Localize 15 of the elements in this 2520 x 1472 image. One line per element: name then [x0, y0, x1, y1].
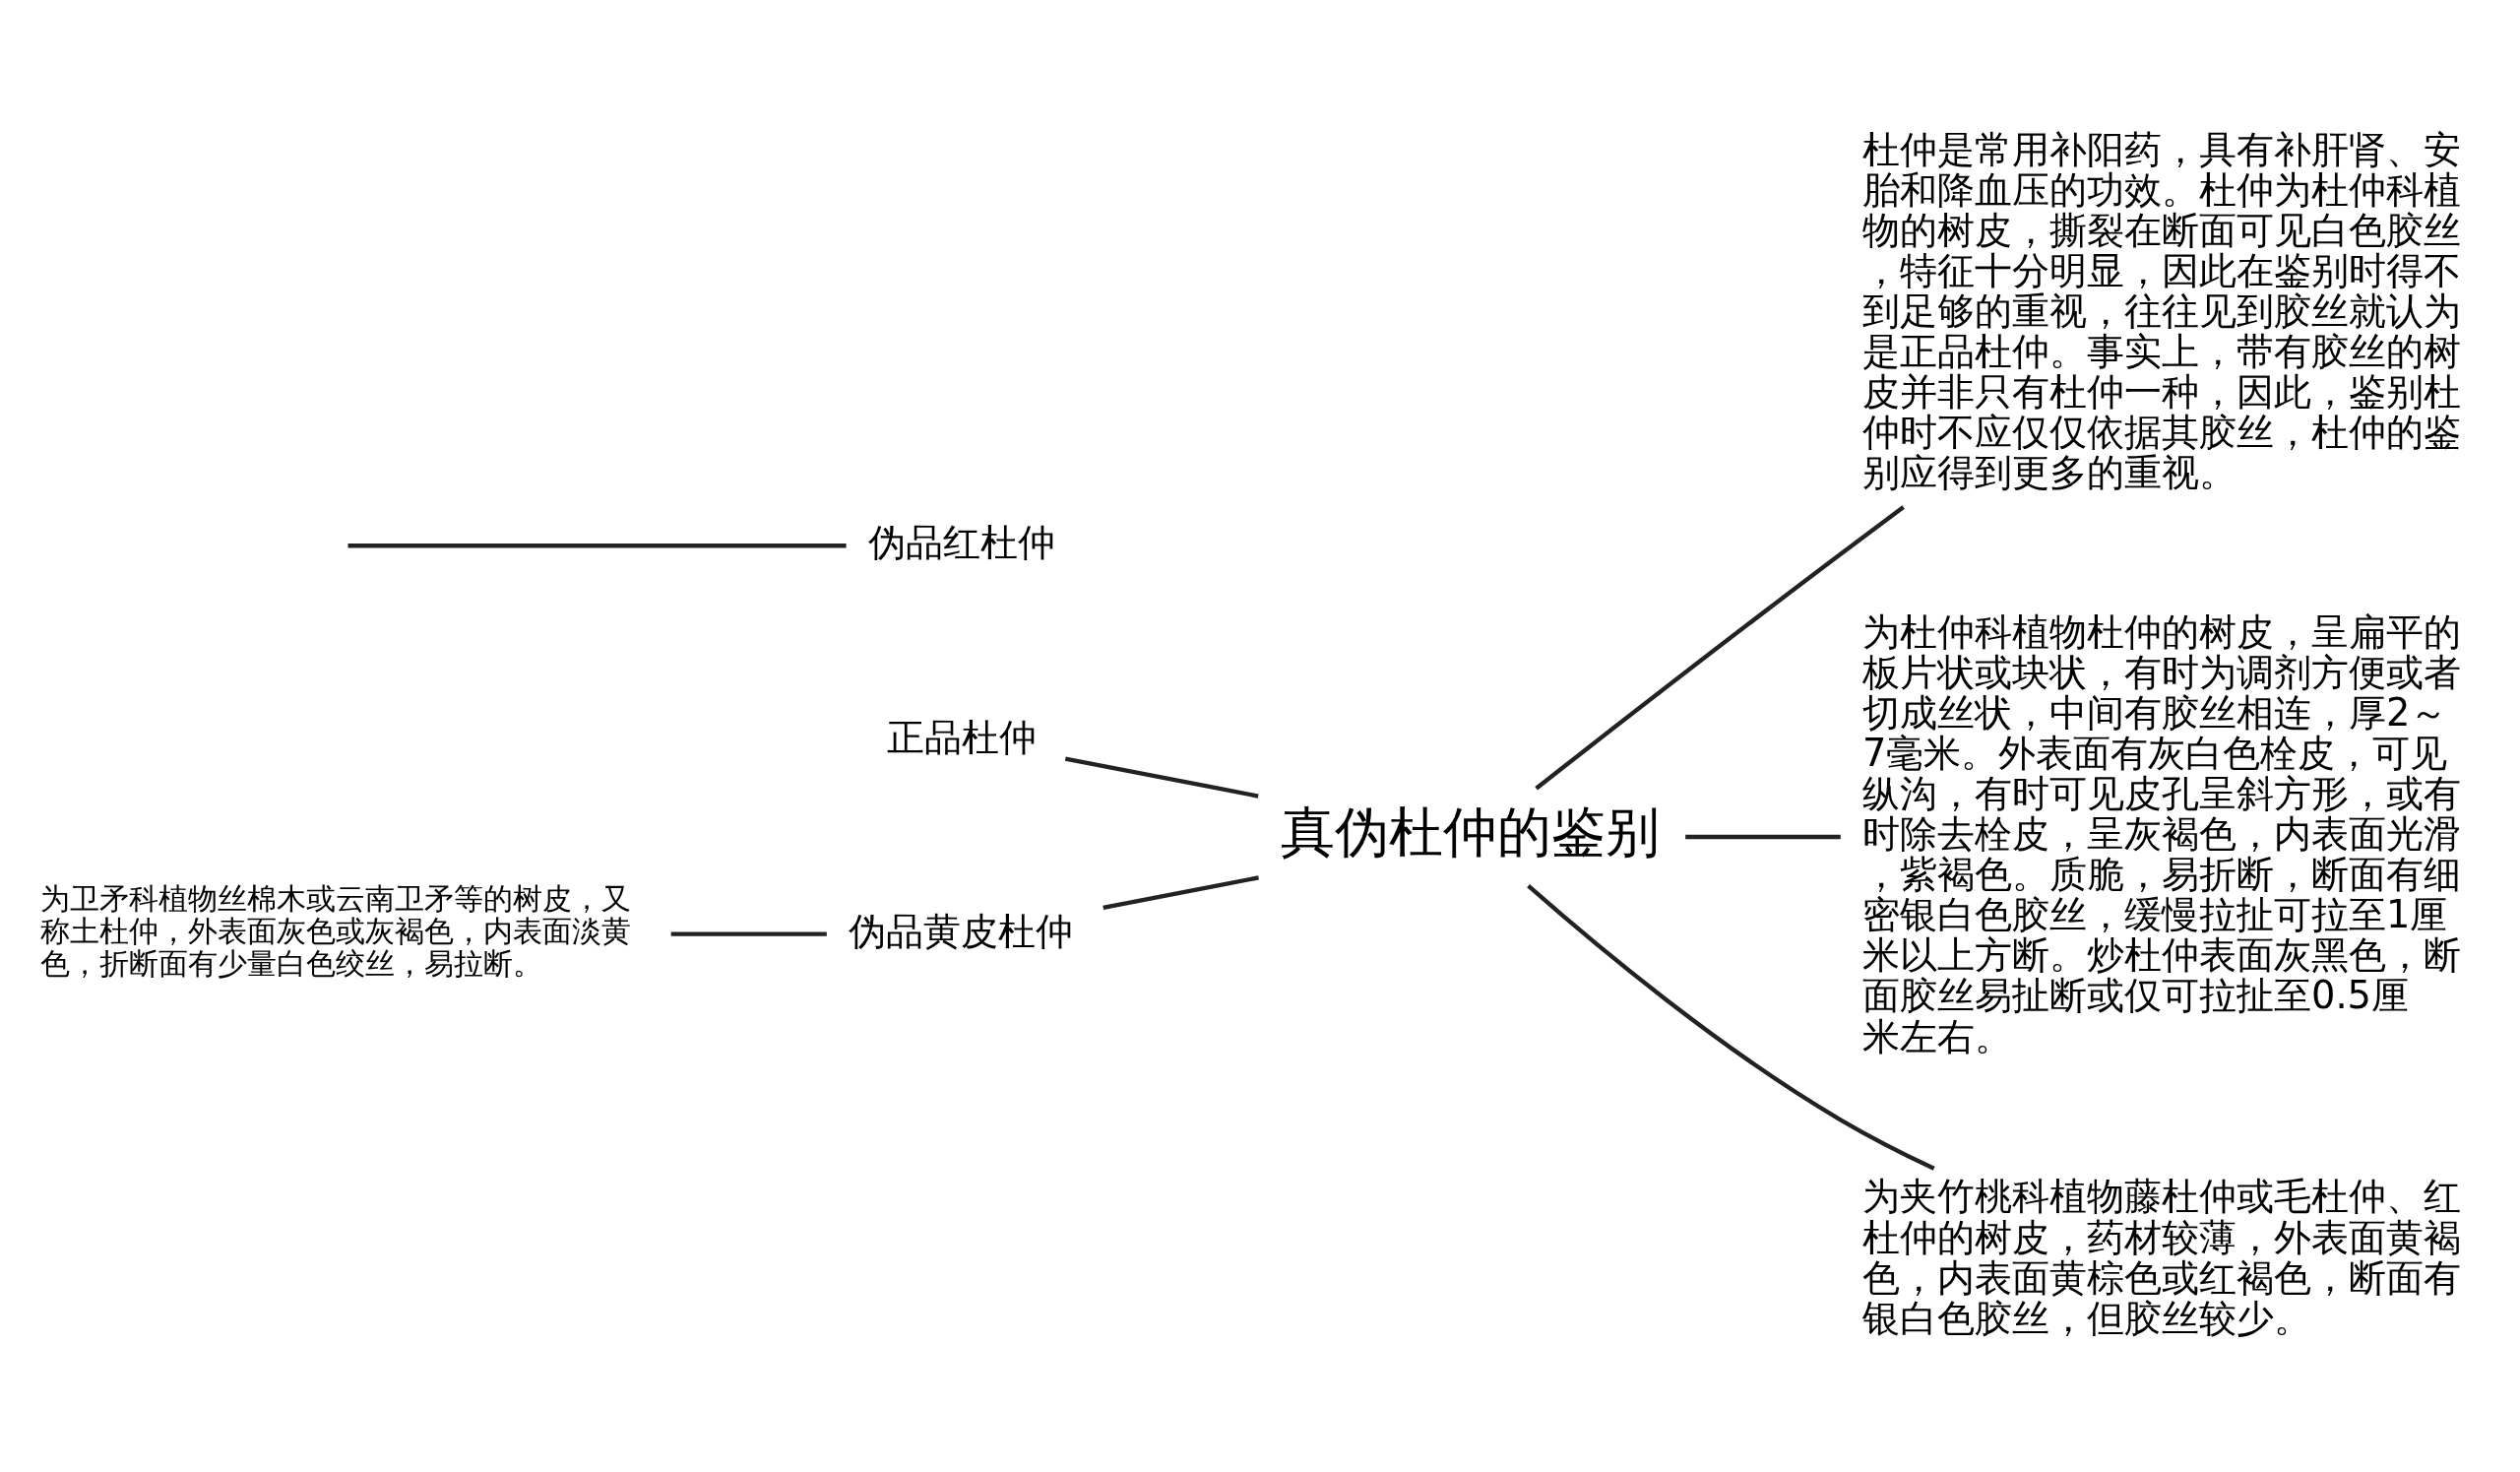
connector — [347, 543, 847, 547]
node-text: 杜仲是常用补阳药，具有补肝肾、安胎和降血压的功效。杜仲为杜仲科植物的树皮，撕裂在断面可见白色胶丝，特征十分明显，因此在鉴别时得不到足够的重视，往往见到胶丝就认为是正品杜仲。事实上，带有胶丝的树皮并非只有杜仲一种，因此，鉴别杜仲时不应仅仅依据其胶丝，杜仲的鉴别应得到更多的重视。 — [1862, 126, 2462, 494]
node-text: 正品杜仲 — [886, 714, 1037, 759]
node-text: 真伪杜仲的鉴别 — [1280, 800, 1660, 864]
node-text: 为卫矛科植物丝棉木或云南卫矛等的树皮，又称土杜仲，外表面灰色或灰褐色，内表面淡黄色，折断面有少量白色绞丝，易拉断。 — [39, 880, 631, 981]
connector — [1685, 834, 1841, 839]
connector — [670, 930, 827, 936]
node-text: 为夹竹桃科植物藤杜仲或毛杜仲、红杜仲的树皮，药材较薄，外表面黄褐色，内表面黄棕色或红褐色，断面有银白色胶丝，但胶丝较少。 — [1862, 1173, 2462, 1340]
connector — [1064, 756, 1259, 799]
connector — [1102, 874, 1259, 910]
node-text: 为杜仲科植物杜仲的树皮，呈扁平的板片状或块状，有时为调剂方便或者切成丝状，中间有胶丝相连，厚2～7毫米。外表面有灰白色栓皮，可见纵沟，有时可见皮孔呈斜方形，或有时除去栓皮，呈灰褐色，内表面光滑，紫褐色。质脆，易折断，断面有细密银白色胶丝，缓慢拉扯可拉至1厘米以上方断。炒杜仲表面灰黑色，断面胶丝易扯断或仅可拉扯至0.5厘米左右。 — [1862, 608, 2462, 1058]
connector — [1527, 883, 1935, 1171]
node-text: 伪品黄皮杜仲 — [849, 908, 1074, 953]
connector — [1535, 504, 1905, 790]
node-text: 伪品红杜仲 — [867, 519, 1055, 564]
